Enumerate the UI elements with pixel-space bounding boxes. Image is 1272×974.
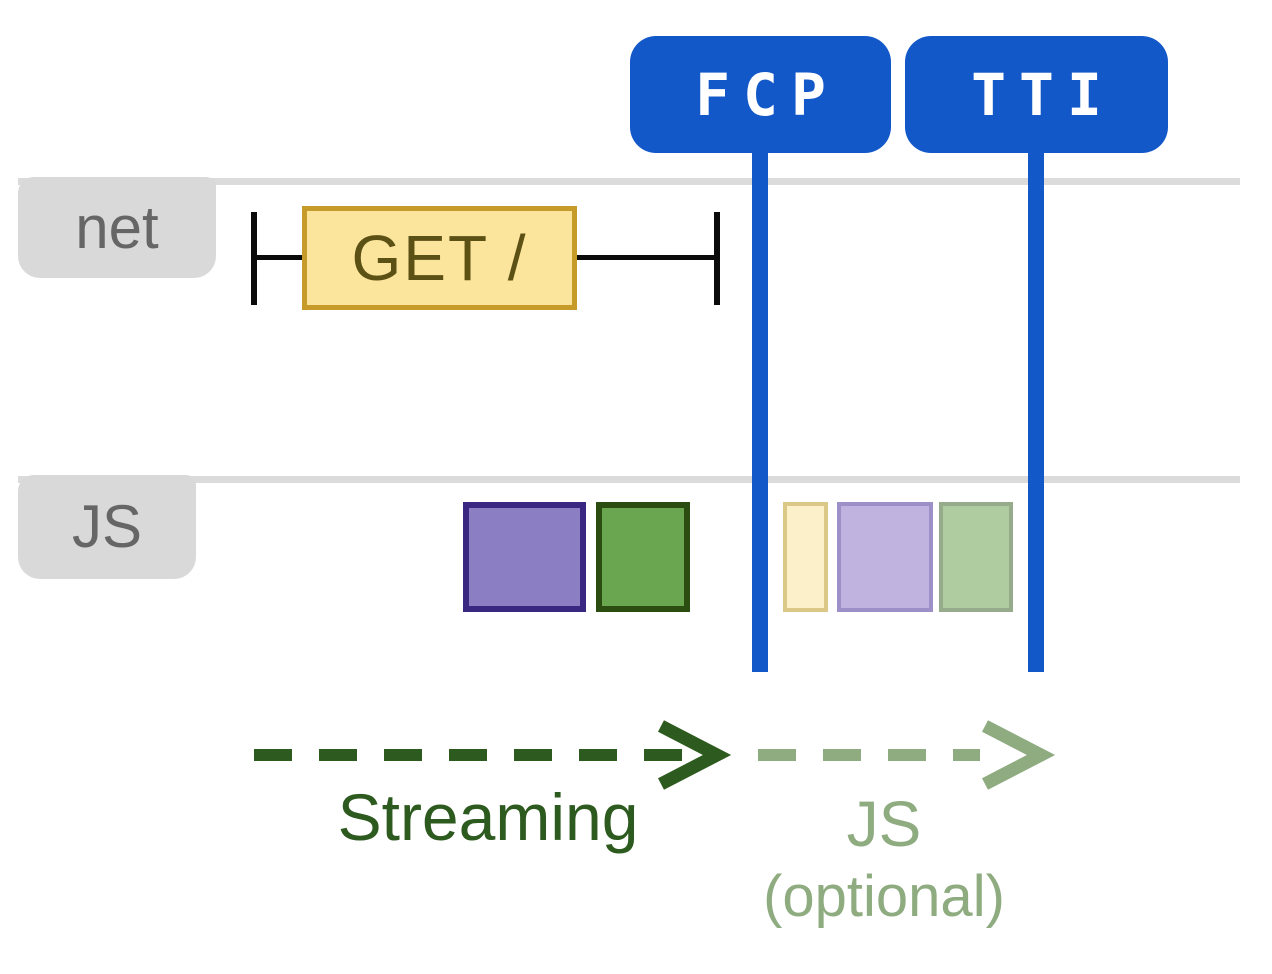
js-track-tab: JS [18,475,196,579]
net-track-tab: net [18,177,216,278]
js-optional-subcaption: (optional) [763,864,1005,929]
request-left-connector [255,255,302,260]
fcp-badge-label: FCP [695,60,839,129]
get-request-box: GET / [302,206,577,310]
net-track-label: net [75,193,159,261]
fcp-badge: FCP [630,36,891,153]
js-task-green [596,502,690,612]
js-optional-caption: JS [846,788,922,860]
net-track-line [18,178,1240,185]
js-task-green-faded [939,502,1013,612]
tti-badge-label: TTI [971,60,1115,129]
get-request-label: GET / [351,222,528,294]
streaming-caption: Streaming [337,780,639,854]
fcp-marker-line [752,150,768,672]
request-end-tick [714,212,720,305]
tti-badge: TTI [905,36,1168,153]
js-optional-arrowhead-icon [982,720,1056,790]
streaming-arrowhead-icon [658,720,732,790]
js-track-line [18,476,1240,483]
js-task-yellow-faded [783,502,828,612]
request-start-tick [251,212,257,305]
tti-marker-line [1028,150,1044,672]
request-right-connector [577,255,714,260]
js-task-purple [463,502,586,612]
js-task-purple-faded [837,502,933,612]
js-track-label: JS [71,493,143,560]
phase-arrows [254,720,1056,790]
